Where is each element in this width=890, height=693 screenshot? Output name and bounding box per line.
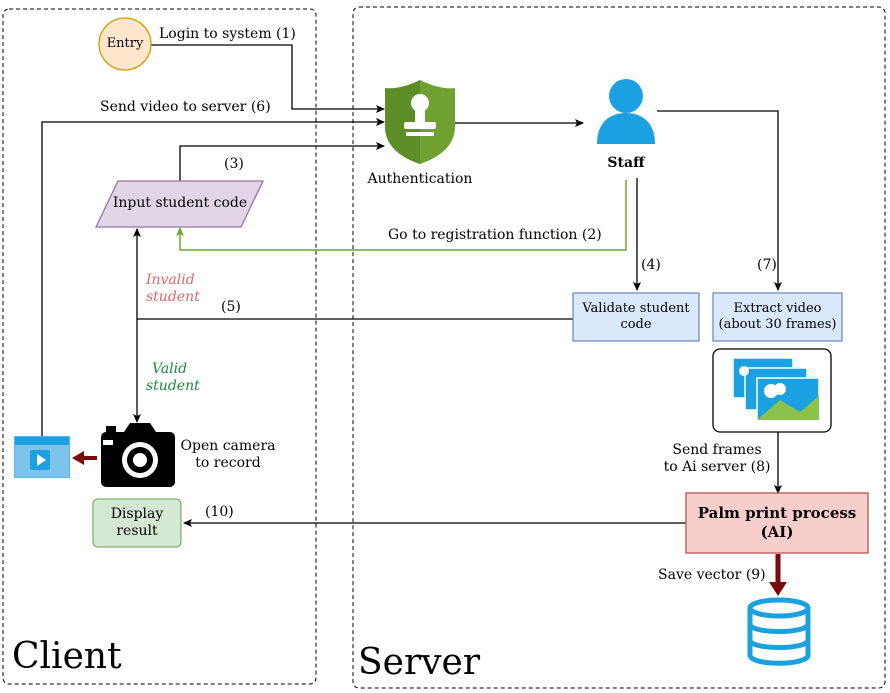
- client-region-title: Client: [12, 636, 122, 677]
- step-7-edge-label: (7): [757, 257, 777, 273]
- display-line-2: result: [116, 523, 158, 539]
- invalid-line-2: student: [146, 288, 200, 305]
- extract-video-label: Extract video (about 30 frames): [713, 293, 842, 341]
- input-student-code-label: Input student code: [112, 195, 248, 212]
- edge-save-vector-head: [769, 582, 787, 596]
- edge-login: [146, 44, 385, 113]
- edge-go-registration: [176, 180, 627, 251]
- palm-line-1: Palm print process: [697, 504, 857, 523]
- open-camera-line-1: Open camera: [180, 438, 276, 454]
- step-5-edge-label: (5): [221, 299, 241, 315]
- camera-icon: [101, 423, 175, 487]
- server-region: [352, 6, 886, 689]
- go-registration-edge-label: Go to registration function (2): [388, 227, 602, 243]
- authentication-label: Authentication: [367, 171, 473, 187]
- shield-icon: [385, 80, 455, 164]
- palm-node-shape: [685, 492, 869, 554]
- client-region: [2, 8, 317, 685]
- save-vector-edge-label: Save vector (9): [658, 567, 766, 583]
- server-region-title: Server: [358, 642, 481, 683]
- step-3-edge-label: (3): [224, 156, 244, 172]
- validate-student-code-label: Validate student code: [573, 293, 699, 341]
- send-frames-edge-label: Send frames to Ai server (8): [658, 442, 776, 476]
- send-frames-line-2: to Ai server (8): [663, 458, 771, 475]
- entry-node-shape: [98, 17, 152, 71]
- extract-line-2: (about 30 frames): [718, 317, 837, 332]
- valid-line-1: Valid: [152, 361, 188, 377]
- input-node-shape: [94, 180, 265, 228]
- edge-camera-window-head: [72, 451, 84, 465]
- user-icon: [597, 79, 655, 144]
- display-result-label: Display result: [93, 499, 181, 547]
- display-line-1: Display: [110, 505, 164, 522]
- step-4-edge-label: (4): [641, 257, 661, 273]
- login-edge-label: Login to system (1): [159, 26, 296, 42]
- send-video-edge-label: Send video to server (6): [100, 99, 271, 115]
- validate-line-2: code: [620, 317, 652, 332]
- edge-step-3: [179, 142, 385, 181]
- palm-line-2: (AI): [760, 523, 794, 541]
- staff-label: Staff: [607, 155, 645, 171]
- open-camera-line-2: to record: [195, 454, 261, 471]
- entry-label: Entry: [106, 35, 144, 51]
- step-10-edge-label: (10): [205, 504, 234, 520]
- invalid-line-1: Invalid: [146, 272, 195, 288]
- valid-student-label: Valid student: [146, 361, 200, 395]
- validate-line-1: Validate student: [582, 300, 690, 316]
- extract-line-1: Extract video: [733, 300, 822, 316]
- edge-step-7: [657, 110, 782, 291]
- send-frames-line-1: Send frames: [672, 442, 762, 458]
- images-icon: [712, 348, 832, 433]
- database-icon: [747, 597, 811, 666]
- invalid-student-label: Invalid student: [146, 272, 200, 306]
- validate-node-shape: [572, 292, 700, 342]
- palm-print-process-label: Palm print process (AI): [686, 493, 868, 553]
- display-node-shape: [92, 498, 182, 548]
- open-camera-label: Open camera to record: [178, 438, 278, 472]
- video-window-icon: [14, 436, 70, 478]
- extract-node-shape: [712, 292, 843, 342]
- valid-line-2: student: [146, 377, 200, 394]
- edge-send-video: [41, 118, 385, 436]
